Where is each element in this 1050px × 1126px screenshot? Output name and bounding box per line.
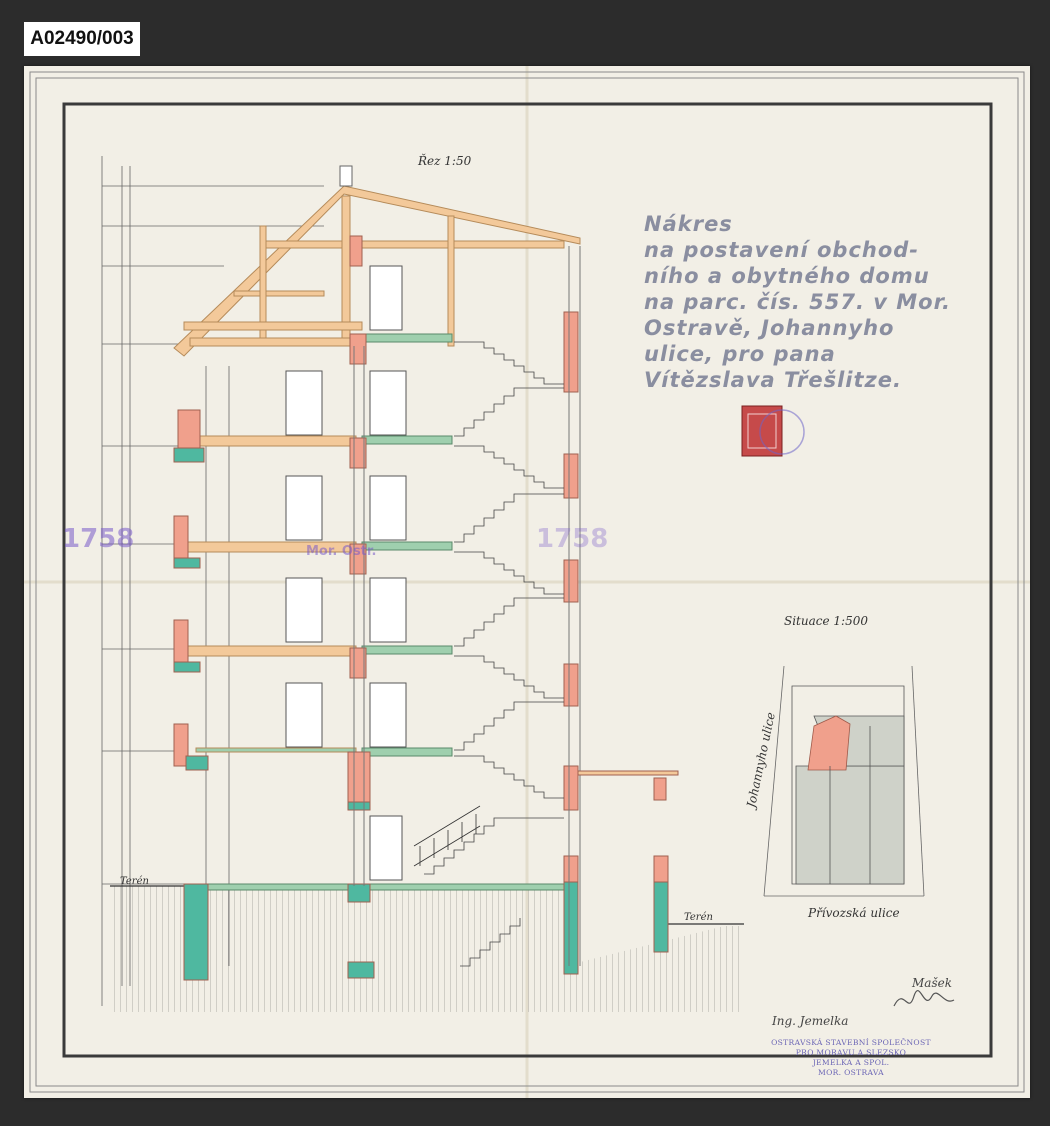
title-line-1: Nákres: [644, 212, 733, 236]
revenue-stamp: [741, 405, 805, 457]
title-line-2: na postavení obchod-: [644, 238, 920, 262]
title-line-6: ulice, pro pana: [644, 342, 836, 366]
middle-wall: [347, 235, 375, 979]
signature-right: Mašek: [912, 976, 952, 990]
right-wall: [563, 246, 679, 975]
dimension-lines: [101, 156, 324, 1006]
street-label-bottom: Přívozská ulice: [808, 906, 900, 920]
registry-stamp-left: 1758: [62, 524, 135, 554]
title-line-5: Ostravě, Johannyho: [644, 316, 895, 340]
situation-plan: [763, 665, 925, 897]
ground-label-left: Terén: [120, 876, 149, 887]
drawing-svg: [24, 66, 1030, 1098]
company-stamp-line: JEMELKA A SPOL.: [812, 1058, 890, 1067]
ground-label-right: Terén: [684, 912, 713, 923]
drawing-sheet: Nákres na postavení obchod- ního a obytn…: [24, 66, 1030, 1098]
registry-stamp-mid: Mor. Ostr.: [306, 544, 377, 559]
section-label: Řez 1:50: [418, 154, 472, 168]
title-line-3: ního a obytného domu: [644, 264, 930, 288]
doors: [285, 265, 407, 881]
sheet-frame: [29, 71, 1025, 1093]
title-line-7: Vítězslava Třešlitze.: [644, 368, 902, 392]
drawing-border: [62, 102, 993, 1058]
company-stamp-line: MOR. OSTRAVA: [818, 1068, 884, 1077]
company-stamp: OSTRAVSKÁ STAVEBNÍ SPOLEČNOST PRO MORAVU…: [766, 1038, 936, 1078]
registry-stamp-right: 1758: [536, 524, 609, 554]
situation-label: Situace 1:500: [784, 614, 868, 628]
roof: [173, 165, 581, 357]
signature-left: Ing. Jemelka: [772, 1014, 849, 1028]
company-stamp-line: OSTRAVSKÁ STAVEBNÍ SPOLEČNOST: [771, 1038, 931, 1047]
left-wall: [173, 409, 209, 981]
staircases: [413, 341, 564, 967]
company-stamp-line: PRO MORAVU A SLEZSKO: [795, 1048, 907, 1057]
title-line-4: na parc. čís. 557. v Mor.: [644, 290, 951, 314]
ground-hatching: [110, 886, 744, 1012]
floor-slabs: [181, 321, 363, 753]
catalog-label: A02490/003: [24, 22, 140, 56]
signature-flourish: [893, 989, 955, 1007]
